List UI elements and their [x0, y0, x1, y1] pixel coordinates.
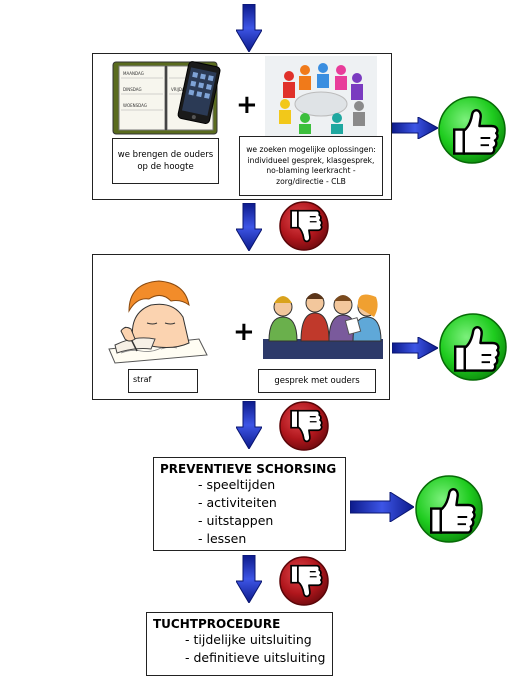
caption-text: we brengen de ouders op de hoogte: [117, 150, 214, 172]
thumbs-down-icon: [279, 556, 329, 606]
parents-meeting-image: [263, 293, 383, 359]
thumbs-down-icon: [279, 201, 329, 251]
down-arrow-icon: [236, 555, 262, 603]
caption-text: gesprek met ouders: [274, 375, 360, 386]
stage3-title: PREVENTIEVE SCHORSING: [160, 462, 337, 476]
list-item: - activiteiten: [198, 495, 277, 510]
stage1-box: MAANDAG DINSDAG WOENSDAG VRIJDAG we bren…: [92, 53, 392, 200]
list-item: - definitieve uitsluiting: [185, 650, 326, 665]
thumbs-up-icon: [439, 313, 507, 381]
right-arrow-icon: [392, 337, 438, 359]
stage2-caption-right: gesprek met ouders: [258, 369, 376, 393]
stage1-caption-left: we brengen de ouders op de hoogte: [112, 138, 219, 184]
list-item: - tijdelijke uitsluiting: [185, 632, 312, 647]
list-item: - speeltijden: [198, 477, 276, 492]
right-arrow-icon: [350, 492, 414, 522]
stage4-box: TUCHTPROCEDURE - tijdelijke uitsluiting …: [146, 612, 333, 676]
stage4-title: TUCHTPROCEDURE: [153, 617, 281, 631]
thumbs-up-icon: [415, 475, 483, 543]
stage3-box: PREVENTIEVE SCHORSING - speeltijden - ac…: [153, 457, 346, 551]
list-item: - lessen: [198, 531, 247, 546]
planner-day: DINSDAG: [123, 87, 142, 92]
plus-sign: +: [236, 90, 258, 120]
plus-sign: +: [233, 317, 255, 347]
child-writing-image: [108, 280, 208, 364]
thumbs-down-icon: [279, 401, 329, 451]
stage1-caption-right: we zoeken mogelijke oplossingen: individ…: [239, 136, 383, 196]
down-arrow-icon: [236, 401, 262, 449]
caption-text: straf: [133, 375, 152, 384]
meeting-figures-image: [265, 56, 377, 136]
planner-day: VRIJDAG: [171, 87, 188, 92]
planner-day: WOENSDAG: [123, 103, 147, 108]
thumbs-up-icon: [438, 96, 506, 164]
caption-text: we zoeken mogelijke oplossingen: individ…: [246, 145, 376, 186]
stage2-box: + straf gesprek met ouders: [92, 254, 390, 400]
down-arrow-icon: [236, 203, 262, 251]
down-arrow-icon: [236, 4, 262, 52]
list-item: - uitstappen: [198, 513, 274, 528]
planner-day: MAANDAG: [123, 71, 144, 76]
stage2-caption-left: straf: [128, 369, 198, 393]
right-arrow-icon: [392, 117, 438, 139]
planner-phone-image: MAANDAG DINSDAG WOENSDAG VRIJDAG: [112, 61, 221, 135]
